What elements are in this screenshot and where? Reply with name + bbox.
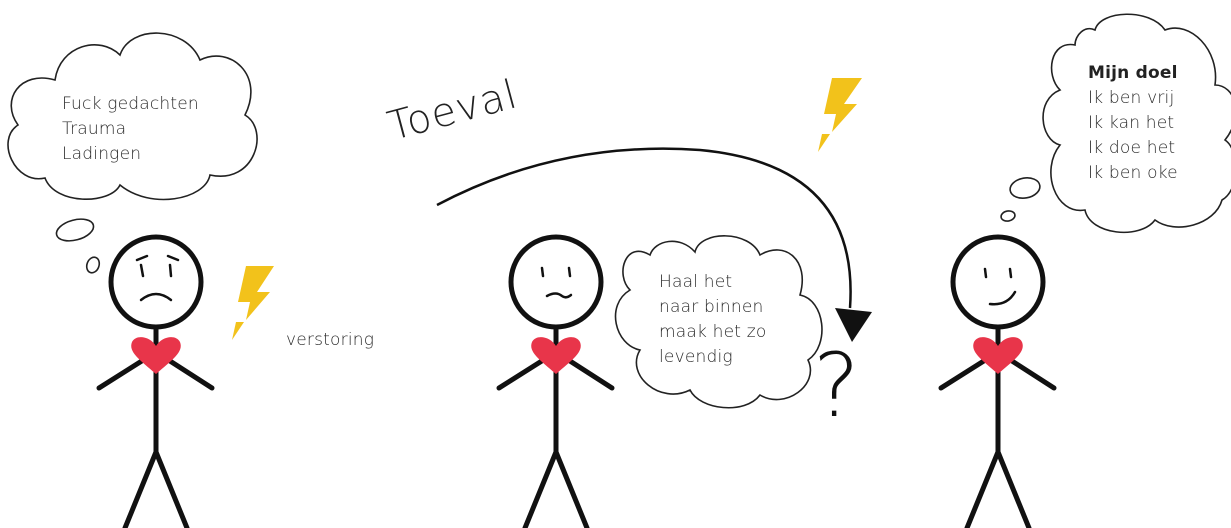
thought-line: Ik kan het — [1088, 111, 1178, 136]
thought-line: levendig — [659, 345, 766, 370]
thought-line: maak het zo — [659, 320, 766, 345]
thought-text-3: Mijn doel Ik ben vrij Ik kan het Ik doe … — [1088, 61, 1178, 186]
lightning-icon — [818, 78, 862, 152]
thought-line: naar binnen — [659, 295, 766, 320]
neutral-figure — [499, 237, 612, 528]
disturbance-label: verstoring — [286, 328, 374, 353]
thought-line: Haal het — [659, 270, 766, 295]
thought-line: Ik ben oke — [1088, 161, 1178, 186]
question-mark: ? — [813, 342, 860, 430]
thought-line: Ik ben vrij — [1088, 86, 1178, 111]
thought-text-1: Fuck gedachten Trauma Ladingen — [62, 92, 199, 167]
thought-text-2: Haal het naar binnen maak het zo levendi… — [659, 270, 766, 370]
happy-figure — [941, 237, 1054, 528]
thought-line: Fuck gedachten — [62, 92, 199, 117]
thought-line: Trauma — [62, 117, 199, 142]
sad-figure — [99, 237, 212, 528]
thought-line: Ik doe het — [1088, 136, 1178, 161]
thought-line: Ladingen — [62, 142, 199, 167]
goal-title: Mijn doel — [1088, 61, 1178, 86]
lightning-icon — [232, 266, 274, 340]
